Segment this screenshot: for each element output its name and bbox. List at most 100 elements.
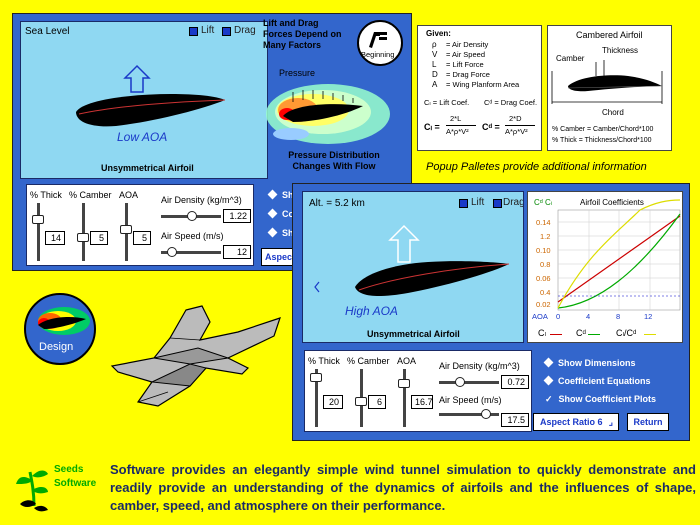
cambered-diagram <box>551 60 663 104</box>
simulation-window-2: Alt. = 5.2 km Lift Drag High AOA Unsymme… <box>292 183 690 441</box>
legend-cl-swatch <box>550 334 562 335</box>
cd-definition: Cᵈ = Drag Coef. <box>484 98 538 107</box>
option-diamond-icon <box>543 357 554 368</box>
drag-checkbox-2[interactable] <box>493 199 502 208</box>
show-dimensions-option[interactable]: Show Dimensions <box>543 357 636 368</box>
lift-arrow-icon-2 <box>388 224 420 263</box>
given-sym-2: L <box>432 60 437 69</box>
option-diamond-icon <box>267 189 278 200</box>
speed-slider-thumb-2[interactable] <box>481 409 491 419</box>
camber-slider-thumb-2[interactable] <box>355 397 367 406</box>
cambered-airfoil-popup: Cambered Airfoil Camber Thickness Chord … <box>547 25 672 151</box>
ytick-4: 0.06 <box>536 274 551 283</box>
aoa-label: AOA <box>119 190 139 200</box>
ytick-1: 1.2 <box>540 232 551 241</box>
aoa-slider-thumb-2[interactable] <box>398 379 410 388</box>
seeds-logo-icon <box>16 470 48 512</box>
coeff-chart <box>557 199 681 311</box>
option-diamond-icon <box>267 208 278 219</box>
lift-checkbox[interactable] <box>189 27 198 36</box>
pressure-distribution-graphic <box>266 84 390 144</box>
beginning-icon <box>369 32 387 48</box>
given-sym-0: ρ <box>432 40 437 49</box>
popup-caption: Popup Palletes provide additional inform… <box>426 161 647 173</box>
camber-slider[interactable] <box>82 203 85 261</box>
fighter-jet-illustration <box>110 305 281 407</box>
speed-slider-2[interactable] <box>439 413 499 416</box>
coeff-chart-panel: Airfoil Coefficients Cᵈ Cₗ 0.14 1.2 0.10… <box>527 191 683 343</box>
airfoil-title: Unsymmetrical Airfoil <box>101 163 194 173</box>
density-label-2: Air Density (kg/m^3) <box>439 361 520 371</box>
cd-fraction-bar <box>505 125 535 126</box>
cambered-title: Cambered Airfoil <box>576 30 643 40</box>
camber-value-2: 6 <box>368 395 386 409</box>
legend-cl: Cₗ <box>538 328 546 338</box>
thick-label-2: % Thick <box>308 356 340 366</box>
aoa-label-2: AOA <box>397 356 417 366</box>
speed-slider-thumb[interactable] <box>167 247 177 257</box>
ytick-3: 0.8 <box>540 260 551 269</box>
thick-slider[interactable] <box>37 203 40 261</box>
given-title: Given: <box>426 29 451 38</box>
density-label: Air Density (kg/m^3) <box>161 195 242 205</box>
aoa-value-2: 16.7 <box>411 395 433 409</box>
speed-value-2: 17.5 <box>501 413 529 427</box>
pressure-label: Pressure <box>279 68 316 78</box>
design-label: Design <box>39 341 74 353</box>
xtick-3: 12 <box>644 312 653 321</box>
speed-label: Air Speed (m/s) <box>161 231 224 241</box>
cl-fraction-bar <box>446 125 476 126</box>
thick-label: % Thick <box>30 190 62 200</box>
cd-equation-den: A*ρ*V² <box>505 127 528 136</box>
camber-slider-thumb[interactable] <box>77 233 89 242</box>
thick-slider-2[interactable] <box>315 369 318 427</box>
aoa-value: 5 <box>133 231 151 245</box>
thick-slider-thumb-2[interactable] <box>310 373 322 382</box>
return-button[interactable]: Return <box>627 413 669 431</box>
aoa-slider-thumb[interactable] <box>120 225 132 234</box>
forces-heading: Lift and Drag Forces Depend on Many Fact… <box>263 18 342 50</box>
design-button[interactable]: Design <box>24 293 96 365</box>
camber-line-2 <box>358 263 510 291</box>
beginning-label: Beginning <box>361 50 395 59</box>
drag-checkbox[interactable] <box>222 27 231 36</box>
thick-slider-thumb[interactable] <box>32 215 44 224</box>
density-slider-thumb[interactable] <box>187 211 197 221</box>
given-popup: Given: ρ = Air Density V = Air Speed L =… <box>417 25 542 151</box>
option-coeff-1[interactable]: Co <box>267 208 294 219</box>
control-panel-2: % Thick % Camber AOA 20 6 16.7 Air Densi… <box>304 350 532 432</box>
option-check-icon: ✓ <box>545 394 553 404</box>
aoa-text: Low AOA <box>117 130 168 144</box>
cl-definition: Cₗ = Lift Coef. <box>424 98 470 107</box>
airfoil-title-2: Unsymmetrical Airfoil <box>367 329 460 339</box>
aspect-ratio-dropdown[interactable]: Aspect Ratio 6 ⌟ <box>533 413 619 431</box>
thick-value-2: 20 <box>323 395 343 409</box>
xtick-1: 4 <box>586 312 591 321</box>
camber-label-2: % Camber <box>347 356 390 366</box>
control-panel-1: % Thick % Camber AOA 14 5 5 Air Density … <box>26 184 254 266</box>
show-coefficient-plots-option[interactable]: ✓Show Coefficient Plots <box>545 394 657 404</box>
given-def-2: = Lift Force <box>446 60 484 69</box>
brand-line2: Software <box>54 478 97 489</box>
airfoil-drawing-1 <box>76 64 226 127</box>
lift-label-2: Lift <box>471 197 485 208</box>
given-def-3: = Drag Force <box>446 70 490 79</box>
beginning-button[interactable]: Beginning <box>357 20 403 66</box>
density-slider-thumb-2[interactable] <box>455 377 465 387</box>
lift-checkbox-2[interactable] <box>459 199 468 208</box>
aoa-slider-2[interactable] <box>403 369 406 427</box>
pressure-arrows-icon <box>292 90 354 103</box>
speed-slider[interactable] <box>161 251 221 254</box>
chord-label: Chord <box>602 108 624 117</box>
legend-ratio: Cₗ/Cᵈ <box>616 328 637 338</box>
wind-tunnel-view-2: Alt. = 5.2 km Lift Drag High AOA Unsymme… <box>302 191 524 343</box>
coefficient-equations-option[interactable]: Coefficient Equations <box>543 375 651 386</box>
speed-value: 12 <box>223 245 251 259</box>
option-plots-1[interactable]: Sh <box>267 227 294 238</box>
density-slider-2[interactable] <box>439 381 499 384</box>
option-show-1[interactable]: Sh <box>267 189 294 200</box>
coeff-chart-title: Airfoil Coefficients <box>580 198 644 207</box>
ratio-line <box>557 199 681 309</box>
x-axis-label: AOA <box>532 312 548 321</box>
cl-equation-num: 2*L <box>450 114 462 123</box>
